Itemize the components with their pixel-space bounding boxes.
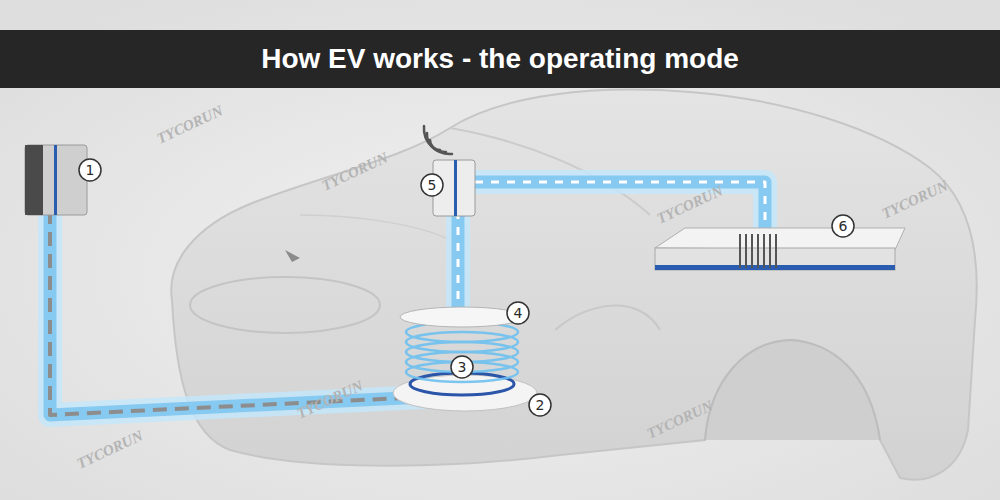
- callout-number: 1: [86, 162, 95, 178]
- callout-number: 3: [458, 359, 467, 375]
- car-outline: [171, 90, 976, 480]
- title-text: How EV works - the operating mode: [0, 30, 1000, 88]
- callout-number: 4: [514, 305, 523, 321]
- callout-number: 6: [839, 218, 848, 234]
- callout-number: 2: [536, 397, 545, 413]
- callout-number: 5: [428, 177, 437, 193]
